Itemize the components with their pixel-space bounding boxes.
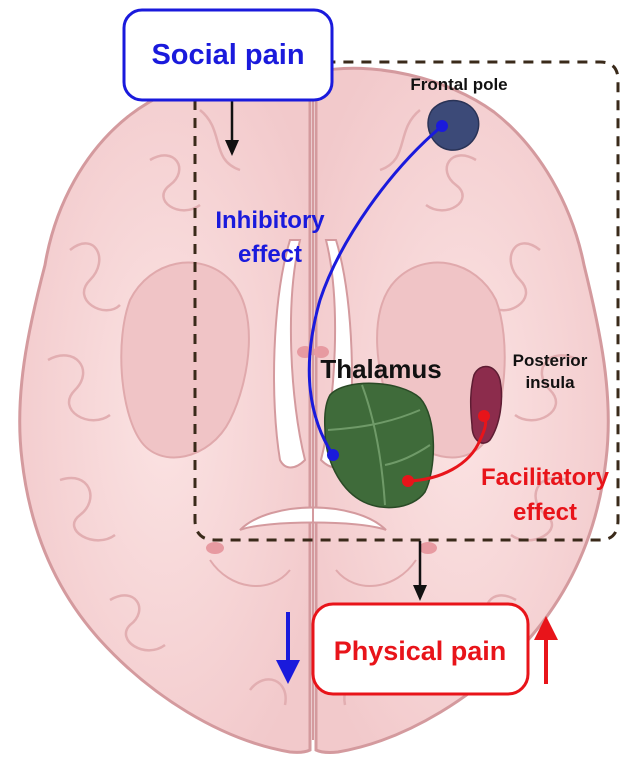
physical-pain-box: Physical pain [313,604,528,694]
frontal-pole-label: Frontal pole [410,75,507,94]
inhibitory-start-dot [436,120,448,132]
posterior-insula-label-line2: insula [525,373,575,392]
physical-pain-label: Physical pain [334,636,507,666]
facilitatory-end-dot [478,410,490,422]
inhibitory-label-line2: effect [238,241,302,268]
posterior-insula-label-line1: Posterior [513,351,588,370]
thalamus-label: Thalamus [320,354,441,384]
facilitatory-start-dot [402,475,414,487]
facilitatory-label-line1: Facilitatory [481,464,610,491]
frontal-pole-region [428,101,479,151]
inhibitory-label-line1: Inhibitory [215,207,325,234]
social-pain-box: Social pain [124,10,332,100]
social-pain-label: Social pain [151,39,304,71]
facilitatory-label-line2: effect [513,499,577,526]
inhibitory-end-dot [327,449,339,461]
